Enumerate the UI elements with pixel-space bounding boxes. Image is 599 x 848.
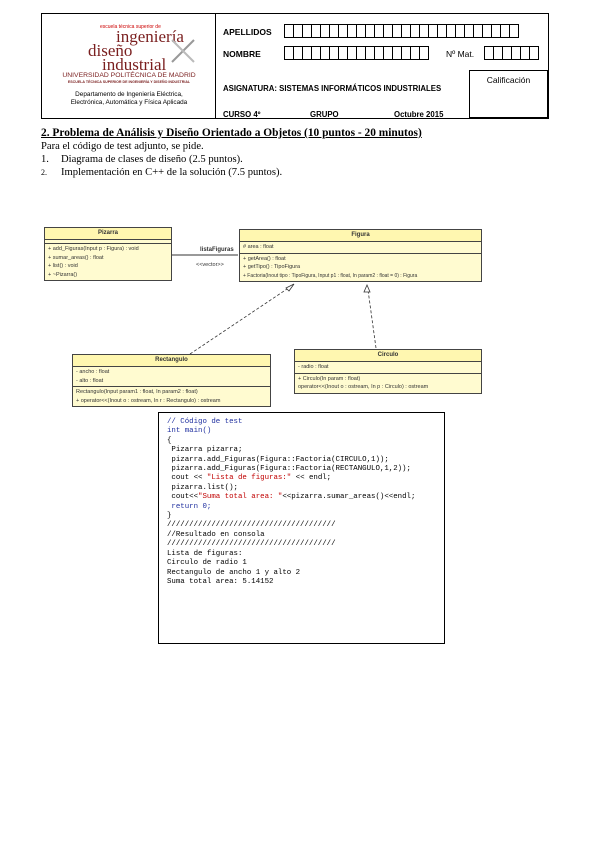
asignatura-text: ASIGNATURA: SISTEMAS INFORMÁTICOS INDUST… — [223, 84, 442, 93]
class-name: Pizarra — [45, 228, 171, 240]
code-line: pizarra.list(); — [167, 483, 238, 492]
item-text: Diagrama de clases de diseño (2.5 puntos… — [61, 154, 243, 165]
class-rectangulo: Rectangulo - ancho : float - alto : floa… — [72, 354, 271, 407]
association-stereotype: <<vector>> — [196, 262, 224, 268]
association-label: listaFiguras — [200, 247, 234, 253]
code-line: ////////////////////////////////////// — [167, 521, 336, 530]
item-number: 2. — [41, 168, 47, 177]
department-name: Departamento de Ingeniería Eléctrica, El… — [70, 91, 188, 106]
code-line: Pizarra pizarra; — [167, 446, 243, 455]
class-pizarra: Pizarra + add_Figuras(Input p : Figura) … — [44, 227, 172, 281]
test-code-box: // Código de test int main() { Pizarra p… — [158, 412, 445, 644]
code-line: Lista de figuras: — [167, 549, 243, 558]
apellidos-label: APELLIDOS — [223, 27, 272, 37]
class-attributes: - ancho : float - alto : float — [73, 367, 270, 387]
item-number: 1. — [41, 154, 49, 165]
code-line: return 0; — [167, 502, 212, 511]
university-name: UNIVERSIDAD POLITÉCNICA DE MADRID — [62, 72, 196, 79]
problem-title: 2. Problema de Análisis y Diseño Orienta… — [41, 127, 422, 139]
apellidos-boxes[interactable] — [284, 24, 519, 38]
problem-item-2: 2. Implementación en C++ de la solución (… — [41, 167, 282, 178]
problem-item-1: 1. Diagrama de clases de diseño (2.5 punt… — [41, 154, 243, 165]
class-operations: + add_Figuras(Input p : Figura) : void +… — [45, 244, 171, 280]
generalization-rect-line — [189, 286, 291, 355]
calificacion-box[interactable]: Calificación — [469, 70, 548, 118]
logo-line-2: diseño — [88, 41, 133, 60]
school-name: ESCUELA TÉCNICA SUPERIOR DE INGENIERÍA Y… — [67, 80, 191, 84]
generalization-rect-arrow — [285, 283, 295, 292]
class-name: Circulo — [295, 350, 481, 362]
logo-line-3: industrial — [102, 55, 167, 74]
logo-cell: escuela técnica superior de ingeniería d… — [42, 14, 216, 118]
code-line: Suma total area: 5.14152 — [167, 577, 274, 586]
nombre-boxes[interactable] — [284, 46, 429, 60]
problem-intro: Para el código de test adjunto, se pide. — [41, 141, 204, 152]
curso-text: CURSO 4º — [223, 110, 261, 119]
nmat-boxes[interactable] — [484, 46, 539, 60]
code-line: pizarra.add_Figuras(Figura::Factoria(REC… — [167, 465, 411, 474]
code-line: { — [167, 436, 172, 445]
logo-small-text: escuela técnica superior de — [100, 24, 161, 30]
class-operations: + Circulo(In param : float) operator<<(I… — [295, 373, 481, 393]
code-line: ////////////////////////////////////// — [167, 540, 336, 549]
class-name: Rectangulo — [73, 355, 270, 367]
class-name: Figura — [240, 230, 481, 242]
logo-line-1: ingeniería — [116, 27, 184, 46]
code-line: cout<<"Suma total area: "<<pizarra.sumar… — [167, 493, 416, 502]
item-text: Implementación en C++ de la solución (7.… — [61, 167, 283, 178]
class-figura: Figura # area : float + getArea() : floa… — [239, 229, 482, 282]
code-line: Circulo de radio 1 — [167, 559, 247, 568]
code-line: // Código de test — [167, 418, 243, 426]
code-line: //Resultado en consola — [167, 530, 265, 539]
nmat-label: Nº Mat. — [446, 49, 475, 59]
code-line: int main() — [167, 427, 212, 436]
exam-header: escuela técnica superior de ingeniería d… — [41, 13, 549, 119]
grupo-text: GRUPO — [310, 110, 339, 119]
generalization-circ-arrow — [363, 283, 371, 293]
class-attributes: - radio : float — [295, 362, 481, 374]
code-line: pizarra.add_Figuras(Figura::Factoria(CIR… — [167, 455, 389, 464]
generalization-circ-line — [367, 289, 377, 349]
code-line: } — [167, 512, 172, 521]
fecha-text: Octubre 2015 — [394, 110, 444, 119]
class-circulo: Circulo - radio : float + Circulo(In par… — [294, 349, 482, 394]
class-operations: + getArea() : float + getTipo() : TipoFi… — [240, 253, 481, 281]
code-line: cout << "Lista de figuras:" << endl; — [167, 474, 332, 483]
nombre-label: NOMBRE — [223, 49, 261, 59]
class-operations: Rectangulo(Input param1 : float, In para… — [73, 387, 270, 406]
calificacion-label: Calificación — [486, 75, 531, 85]
class-attributes: # area : float — [240, 242, 481, 254]
code-line: Rectangulo de ancho 1 y alto 2 — [167, 568, 301, 577]
logo-mark-icon — [171, 39, 195, 63]
